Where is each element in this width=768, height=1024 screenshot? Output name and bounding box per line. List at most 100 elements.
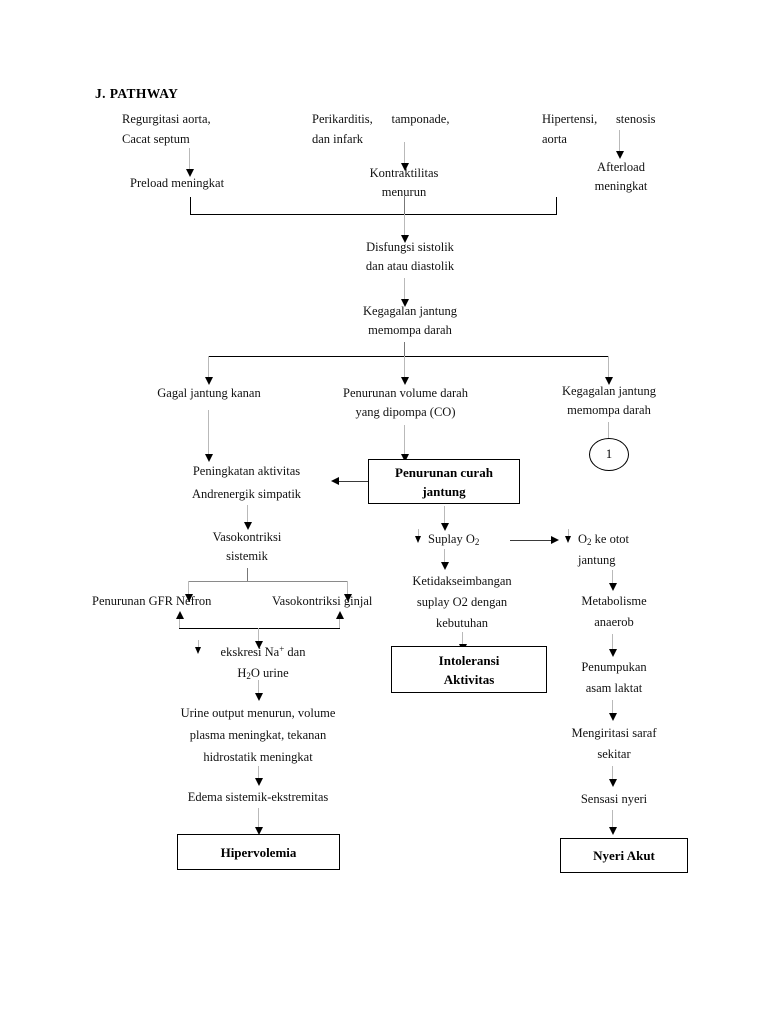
arrow-o2-otot-to-metabolisme [608,570,617,591]
merge-stub-right [556,197,557,215]
node-urine-line1: Urine output menurun, volume [180,706,336,720]
decrease-marker-suplay-stem [418,529,419,536]
diagnosis-box-penurunan-curah-jantung: Penurunan curah jantung [368,459,520,504]
node-urine-line2: plasma meningkat, tekanan [189,728,327,742]
arrow-gagal-kanan-to-peningkatan [204,410,213,462]
arrow-penumpukan-to-mengiritasi [608,700,617,721]
merge-bar-top [190,214,557,215]
diagnosis-box-hipervolemia: Hipervolemia [177,834,340,870]
node-kegagalan2-line2: memompa darah [567,403,651,417]
decrease-marker-ekskresi-icon [195,647,201,654]
arrow-edema-to-hipervolemia [254,808,263,835]
diagnosis-box-intoleransi-line1: Intoleransi [438,652,500,668]
arrow-ketidakseimbangan-to-intoleransi [458,632,467,652]
cause-left-line1: Regurgitasi aorta, [122,112,211,126]
node-o2-ke-otot-line1: O2 ke otot [578,532,630,547]
node-kontraktilitas-line2: menurun [381,185,427,199]
connector-circle-1: 1 [589,438,629,471]
node-ketidakseimbangan-line3: kebutuhan [435,616,489,630]
arrow-split-to-kegagalan2 [604,356,613,385]
node-peningkatan-line2: Andrenergik simpatik [191,487,302,501]
cause-middle-line1: Perikarditis, tamponade, [312,112,450,126]
arrow-suplay-to-o2-otot [510,536,559,544]
decrease-marker-o2-otot-stem [568,529,569,536]
node-kegagalan2-line1: Kegagalan jantung [561,384,657,398]
line-kontraktilitas-through-bar [404,196,405,231]
arrow-split-to-gfr [184,581,193,602]
diagnosis-box-nyeri-akut-label: Nyeri Akut [593,848,655,863]
node-ketidakseimbangan-line2: suplay O2 dengan [416,595,508,609]
node-disfungsi-line2: dan atau diastolik [365,259,455,273]
node-ekskresi-line1: ekskresi Na+ dan [220,644,306,659]
node-penumpukan-line1: Penumpukan [581,660,647,674]
node-suplay-o2: Suplay O2 [428,532,480,547]
arrow-split-to-gagal-kanan [204,356,213,385]
node-penurunan-volume-line1: Penurunan volume darah [343,386,468,400]
connector-circle-label: 1 [605,447,613,461]
node-metabolisme-line1: Metabolisme [581,594,647,608]
arrow-split-to-vaso-ginjal [343,581,352,602]
node-mengiritasi-line2: sekitar [597,747,631,761]
node-metabolisme-line2: anaerob [594,615,634,629]
node-penurunan-volume-line2: yang dipompa (CO) [355,405,456,419]
arrow-mengiritasi-to-sensasi [608,766,617,787]
split-bar-main [208,356,608,357]
arrow-peningkatan-to-vasokontriksi [243,505,252,530]
node-preload-meningkat: Preload meningkat [130,176,225,190]
arrow-curah-to-peningkatan-aktivitas [331,477,368,485]
diagnosis-box-intoleransi-line2: Aktivitas [443,671,495,687]
diagnosis-box-nyeri-akut: Nyeri Akut [560,838,688,873]
node-kontraktilitas-line1: Kontraktilitas [369,166,439,180]
arrow-metabolisme-to-penumpukan [608,634,617,657]
decrease-marker-o2-otot-icon [565,536,571,543]
arrow-suplay-to-ketidakseimbangan [440,549,449,570]
node-ekskresi-line2: H2O urine [237,666,289,681]
arrow-cause-middle-to-kontraktilitas [400,142,409,171]
arrow-curah-to-suplay-o2 [440,506,449,531]
arrow-merge-to-disfungsi [400,214,409,243]
node-disfungsi-line1: Disfungsi sistolik [366,240,454,254]
arrow-ekskresi-to-urine [254,680,263,701]
line-vaso-to-split [247,568,248,581]
arrow-sensasi-to-nyeri-akut [608,810,617,835]
node-ketidakseimbangan-line1: Ketidakseimbangan [412,574,512,588]
merge-bar-renal [179,628,340,629]
line-kegagalan-to-split [404,342,405,356]
node-vasokontriksi-line1: Vasokontriksi [212,530,282,544]
arrow-penurunan-volume-to-curah-box [400,425,409,462]
arrow-merge-to-ekskresi [254,628,263,649]
node-penumpukan-line2: asam laktat [585,681,643,695]
arrow-cause-left-to-preload [185,148,194,177]
cause-left-line2: Cacat septum [122,132,190,146]
node-afterload-line2: meningkat [594,179,648,193]
merge-stub-left [190,197,191,215]
node-edema-sistemik: Edema sistemik-ekstremitas [187,790,329,804]
node-vasokontriksi-ginjal: Vasokontriksi ginjal [272,594,373,608]
split-bar-renal [188,581,348,582]
cause-right-line2: aorta [542,132,567,146]
arrow-vaso-ginjal-to-merge [335,611,344,628]
node-vasokontriksi-line2: sistemik [226,549,268,563]
arrow-urine-to-edema [254,766,263,786]
node-sensasi-nyeri: Sensasi nyeri [580,792,648,806]
diagnosis-box-hipervolemia-label: Hipervolemia [220,844,297,860]
node-peningkatan-line1: Peningkatan aktivitas [192,464,301,478]
diagnosis-box-intoleransi-aktivitas: Intoleransi Aktivitas [391,646,547,693]
arrow-split-to-penurunan-volume [400,356,409,385]
cause-middle-line2: dan infark [312,132,364,146]
decrease-marker-suplay-icon [415,536,421,543]
diagnosis-box-curah-line2: jantung [422,483,466,499]
diagnosis-box-curah-line1: Penurunan curah [395,464,493,480]
decrease-marker-ekskresi-stem [198,640,199,647]
node-afterload-line1: Afterload [597,160,645,174]
arrow-disfungsi-to-kegagalan [400,278,409,307]
node-penurunan-gfr-nefron: Penurunan GFR Nefron [92,594,212,608]
node-urine-line3: hidrostatik meningkat [203,750,313,764]
node-kegagalan-line1: Kegagalan jantung [362,304,458,318]
node-gagal-jantung-kanan: Gagal jantung kanan [157,386,261,400]
node-mengiritasi-line1: Mengiritasi saraf [571,726,657,740]
node-o2-ke-otot-line2: jantung [578,553,616,567]
node-kegagalan-line2: memompa darah [368,323,452,337]
page-title: J. PATHWAY [95,86,179,101]
